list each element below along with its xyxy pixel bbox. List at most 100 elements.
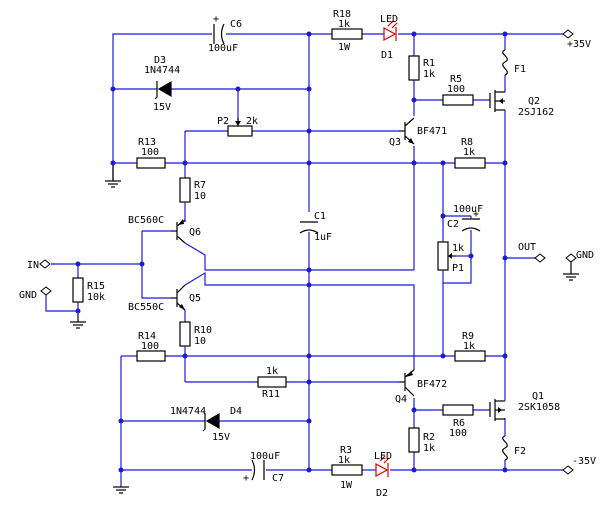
- capacitor-c1: [299, 221, 319, 234]
- ground-right: [563, 253, 579, 281]
- r5-value: 100: [447, 84, 465, 95]
- out-label: OUT: [518, 242, 536, 253]
- p1-value: 1k: [452, 243, 464, 254]
- potentiometer-p2: [227, 118, 253, 137]
- q6-label: Q6: [189, 227, 201, 238]
- resistor-r7: [179, 177, 191, 203]
- c6-label: C6: [230, 19, 242, 30]
- transistor-q3: [399, 117, 415, 145]
- bf471-label: BF471: [417, 126, 447, 137]
- r9-label: R9: [462, 331, 474, 342]
- d1-label: D1: [381, 50, 393, 61]
- fuse-f2: [502, 435, 508, 461]
- transistor-q6: [171, 219, 186, 244]
- capacitor-c7: +: [243, 459, 265, 484]
- svg-text:+: +: [473, 209, 479, 220]
- q1-type: 2SK1058: [518, 402, 560, 413]
- c2-value: 100uF: [453, 204, 483, 215]
- d4-voltage: 15V: [212, 432, 230, 443]
- f1-label: F1: [514, 64, 526, 75]
- r1-label: R1: [423, 58, 435, 69]
- r14-label: R14: [138, 331, 156, 342]
- led-d1: [383, 20, 398, 42]
- r14-value: 100: [141, 341, 159, 352]
- d4-label: D4: [230, 406, 242, 417]
- f2-label: F2: [514, 446, 526, 457]
- r15-label: R15: [87, 281, 105, 292]
- fuse-f1: [502, 49, 508, 76]
- r3-value: 1k: [338, 455, 350, 466]
- r18-value: 1k: [338, 19, 350, 30]
- bc550c-label: BC550C: [128, 302, 164, 313]
- ground-bottom-left: [113, 486, 129, 494]
- resistor-r3: [331, 464, 363, 476]
- zener-d4: [202, 412, 220, 432]
- r6-value: 100: [449, 428, 467, 439]
- resistor-r9: [454, 350, 486, 362]
- r5-label: R5: [450, 74, 462, 85]
- c1-label: C1: [314, 211, 326, 222]
- r3-watt: 1W: [340, 480, 353, 491]
- r8-value: 1k: [463, 147, 475, 158]
- p2-label: P2: [217, 116, 229, 127]
- gnd-right-label: GND: [576, 250, 594, 261]
- c2-label: C2: [447, 219, 459, 230]
- q3-label: Q3: [389, 137, 401, 148]
- d2-label: D2: [376, 488, 388, 499]
- p2-value: 2k: [246, 116, 258, 127]
- transistor-q5: [171, 284, 186, 311]
- mosfet-q2: [489, 90, 505, 112]
- r13-label: R13: [138, 137, 156, 148]
- c1-value: 1uF: [314, 232, 332, 243]
- led-bot-label: LED: [374, 451, 392, 462]
- resistor-r8: [454, 157, 486, 169]
- r10-label: R10: [194, 325, 212, 336]
- r7-value: 10: [194, 191, 206, 202]
- plus35-label: +35V: [567, 39, 591, 50]
- d3-type: 1N4744: [144, 65, 180, 76]
- r3-label: R3: [340, 445, 352, 456]
- resistor-r5: [442, 94, 474, 106]
- minus35-label: -35V: [572, 456, 596, 467]
- c6-value: 100uF: [208, 43, 238, 54]
- mosfet-q1: [489, 392, 506, 421]
- resistor-r2: [408, 427, 420, 453]
- top-rail-wires: [112, 33, 563, 212]
- bf472-label: BF472: [417, 379, 447, 390]
- d3-voltage: 15V: [153, 102, 171, 113]
- q2-label: Q2: [528, 96, 540, 107]
- r10-value: 10: [194, 336, 206, 347]
- gnd-left-terminal: [40, 286, 52, 296]
- r11-label: R11: [262, 389, 280, 400]
- r11-value: 1k: [266, 366, 278, 377]
- resistor-r13: [136, 157, 166, 169]
- r18-label: R18: [333, 9, 351, 20]
- led-top-label: LED: [380, 14, 398, 25]
- plus35-terminal: [562, 29, 574, 39]
- resistor-r14: [136, 350, 166, 362]
- ground-input: [70, 314, 86, 329]
- d4-type: 1N4744: [170, 406, 206, 417]
- resistor-r15: [72, 277, 84, 303]
- gnd-left-label: GND: [19, 290, 37, 301]
- q1-label: Q1: [532, 391, 544, 402]
- q4-label: Q4: [395, 394, 407, 405]
- led-d2: [375, 455, 390, 478]
- c7-value: 100uF: [250, 451, 280, 462]
- resistor-r6: [442, 404, 474, 416]
- in-terminal: [39, 259, 51, 269]
- r13-value: 100: [141, 147, 159, 158]
- d3-label: D3: [154, 55, 166, 66]
- in-label: IN: [27, 260, 39, 271]
- r2-label: R2: [423, 432, 435, 443]
- r6-label: R6: [453, 418, 465, 429]
- capacitor-c6: +: [213, 14, 225, 45]
- ground-upper-left: [105, 163, 121, 188]
- minus35-terminal: [562, 465, 574, 475]
- resistor-r18: [331, 28, 363, 40]
- p1-label: P1: [452, 263, 464, 274]
- r8-label: R8: [461, 137, 473, 148]
- resistor-r11: [257, 376, 287, 388]
